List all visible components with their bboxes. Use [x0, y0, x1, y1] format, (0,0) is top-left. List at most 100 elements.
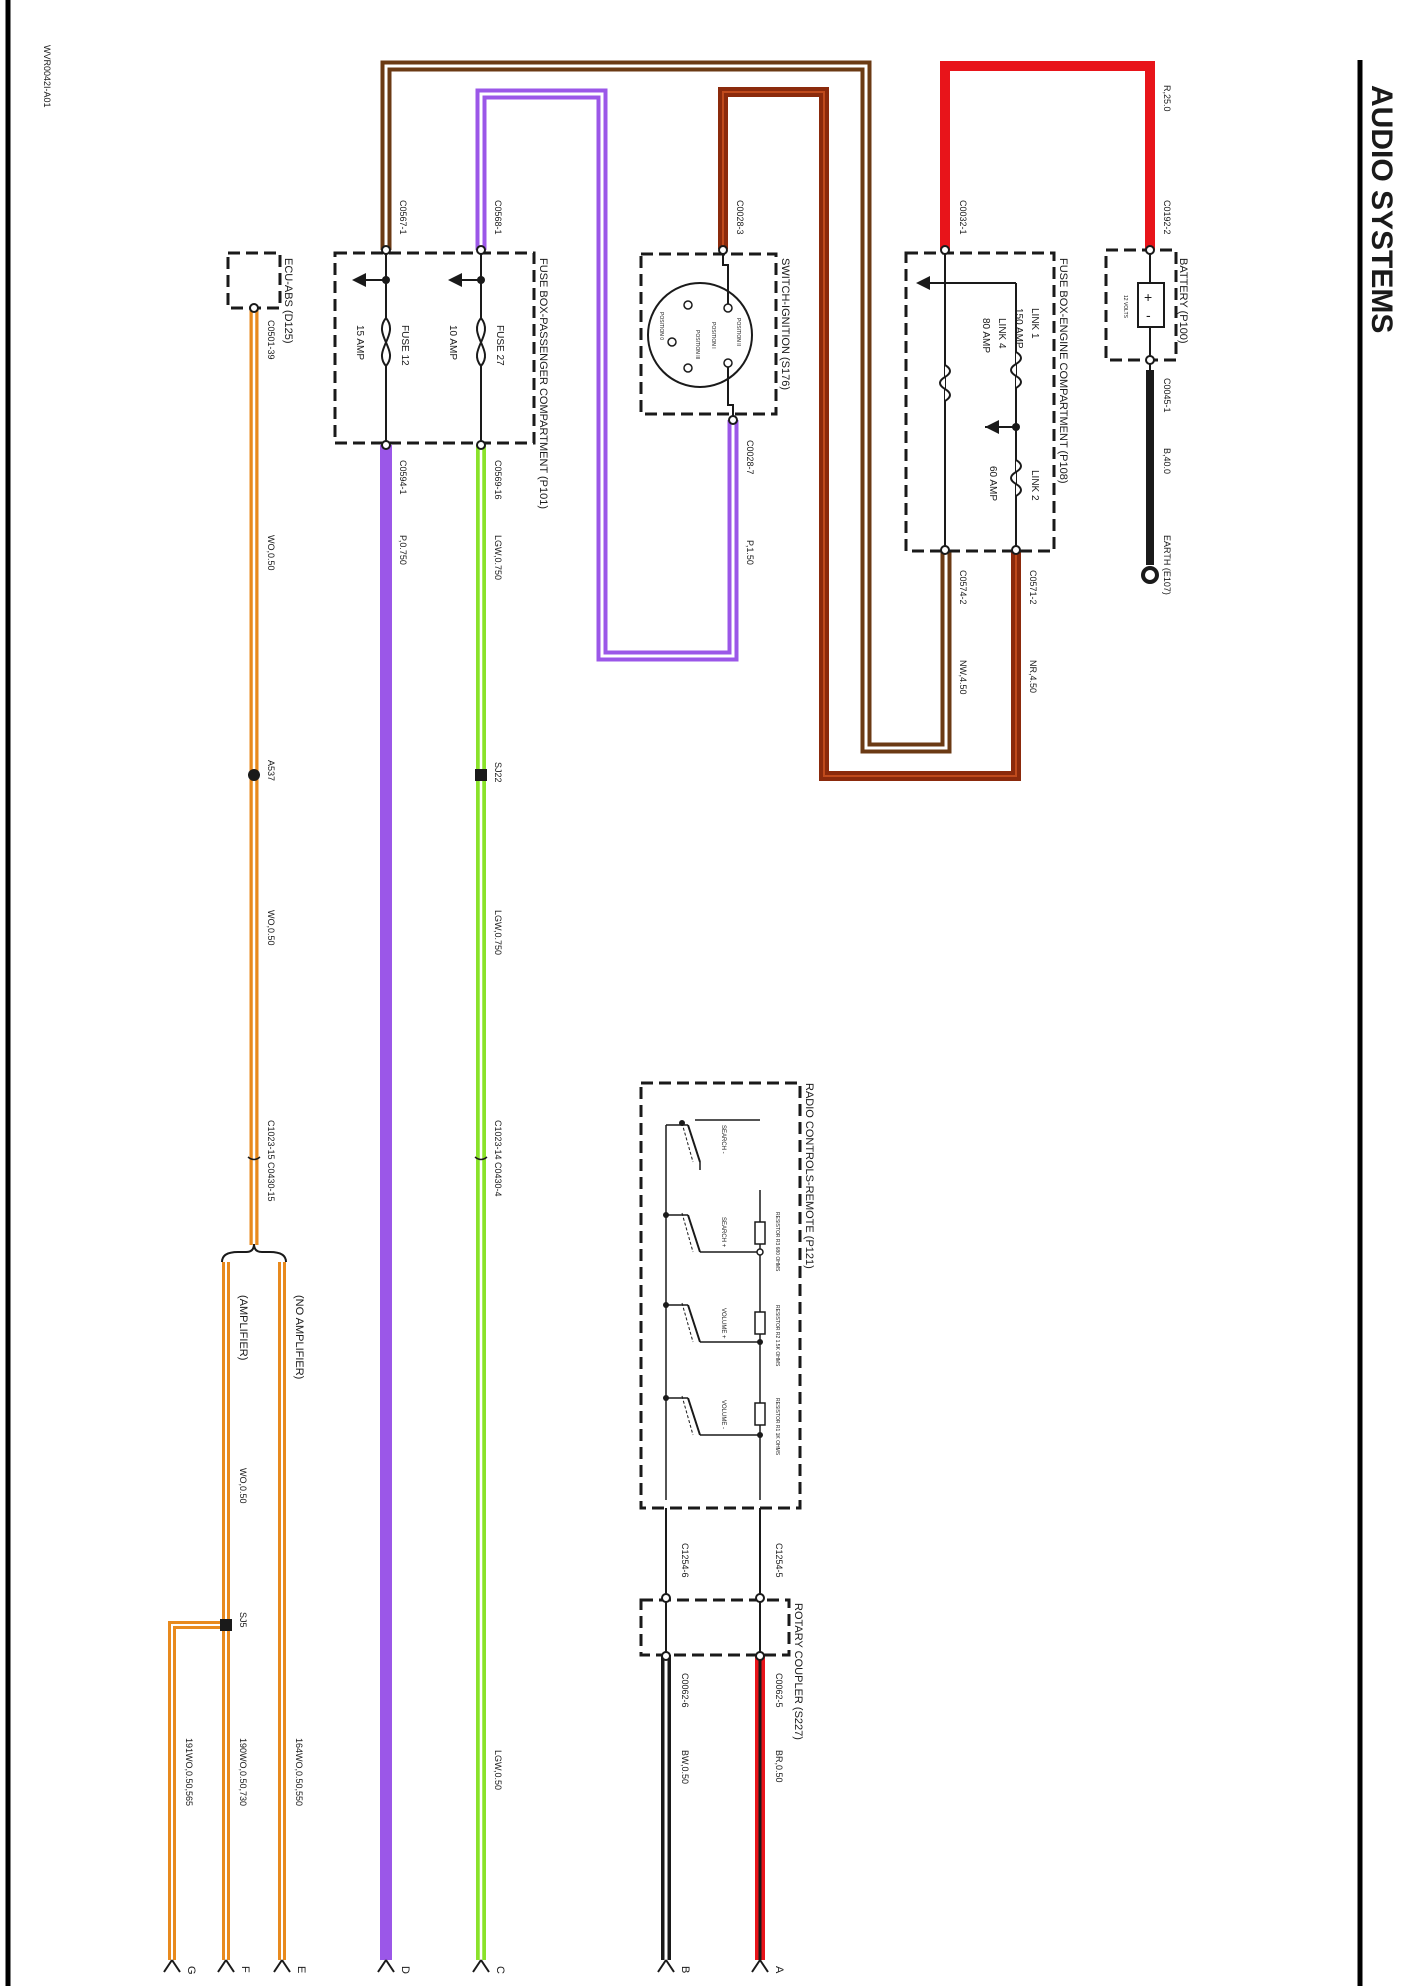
ignition-pos-label-1: POSITION II [735, 318, 741, 346]
wire-p150-stripe [479, 92, 735, 658]
splice-sj5-label: SJ5 [238, 1612, 248, 1628]
radio-resistor-label-1: RESISTOR R1 1K OHMS [774, 1398, 780, 1456]
earth-terminal [1141, 566, 1159, 584]
ignition-pos-3 [683, 363, 693, 373]
battery-symbol [1137, 282, 1165, 328]
ecu-abs-label: ECU-ABS (D125) [282, 258, 294, 344]
radio-switch-volume-minus [663, 1395, 760, 1436]
conn-c0430-4: C0430-4 [493, 1162, 503, 1197]
radio-resistor-label-3: RESISTOR R3 680 OHMS [774, 1212, 780, 1272]
radio-switch-label-4: VOLUME - [720, 1400, 726, 1429]
wire-wo50-c-label: WO,0.50 [238, 1468, 248, 1504]
ignition-conn-bottom: C0028-7 [745, 440, 755, 475]
wire-b40-label: B,40.0 [1162, 448, 1172, 474]
wire-wo50-a-label: WO,0.50 [266, 535, 276, 571]
battery-conn-bottom: C0045-1 [1162, 378, 1172, 413]
note-no-amplifier: (NO AMPLIFIER) [293, 1295, 305, 1379]
ignition-pos-label-4: POSITION 0 [658, 312, 664, 340]
link1-amp: 150 AMP [1013, 308, 1024, 349]
link4-label: LINK 4 [996, 318, 1007, 349]
rotary-pin-b-bottom [661, 1651, 671, 1661]
output-label-c: C [494, 1966, 506, 1974]
battery-minus: - [1146, 307, 1151, 323]
fuse-box-engine [904, 251, 1056, 553]
wire-nw4-label: NW,4.50 [958, 660, 968, 695]
ignition-pos-1 [723, 303, 733, 313]
wire-nr4-label: NR,4.50 [1028, 660, 1038, 693]
engine-junction [1012, 423, 1020, 431]
rotary-pin-a-bottom [755, 1651, 765, 1661]
engine-arrow-2 [985, 420, 999, 434]
rotary-coupler-box [639, 1598, 791, 1657]
conn-c1023-14: C1023-14 [493, 1120, 503, 1160]
engine-arrow-1 [916, 276, 930, 290]
wire-p750-label: P,0.750 [398, 535, 408, 565]
engine-pin-right [1011, 545, 1021, 555]
wire-g [168, 1621, 226, 1960]
battery-volts: 12 VOLTS [1122, 295, 1128, 319]
fuse-engine-label: FUSE BOX-ENGINE COMPARTMENT (P108) [1057, 258, 1069, 484]
battery-plus: + [1144, 289, 1152, 305]
splice-sj22 [475, 769, 487, 781]
fuse-engine-conn-top: C0032-1 [958, 200, 968, 235]
link2-symbol [1010, 459, 1022, 497]
radio-resistor-r1 [754, 1221, 766, 1245]
wire-wo50-b-label: WO,0.50 [266, 910, 276, 946]
fuse12-conn-bottom: C0594-1 [398, 460, 408, 495]
output-label-e: E [295, 1966, 307, 1973]
wire-r25-label: R,25.0 [1162, 85, 1172, 112]
wire-nw4 [380, 60, 952, 754]
wire-bw-label: BW,0.50 [680, 1750, 690, 1784]
inline-connector-wo [247, 1156, 261, 1161]
page-title: AUDIO SYSTEMS [1365, 85, 1398, 333]
radio-node-1 [756, 1248, 764, 1256]
fuse-engine-conn-left: C0574-2 [958, 570, 968, 605]
ignition-pos-label-3: POSITION III [694, 330, 700, 359]
rotary-pin-a-top [755, 1593, 765, 1603]
fuse12-conn-top: C0567-1 [398, 200, 408, 235]
splice-sj5 [220, 1619, 232, 1631]
fuse12-pin-bottom [381, 440, 391, 450]
wire-p150-label: P,1.50 [745, 540, 755, 565]
wire-lgw750-a-label: LGW,0.750 [493, 535, 503, 580]
fuse27-pin-top [476, 245, 486, 255]
engine-pin-left [940, 545, 950, 555]
note-amplifier: (AMPLIFIER) [237, 1295, 249, 1360]
wire-g-stripe [171, 1624, 226, 1960]
output-label-b: B [679, 1966, 691, 1973]
link4-amp: 80 AMP [980, 318, 991, 353]
ignition-pos-label-2: POSITION I [710, 322, 716, 349]
amp-bracket [221, 1243, 287, 1263]
battery-label: BATTERY (P100) [1177, 258, 1189, 344]
fuse12-symbol [380, 316, 392, 368]
earth-label: EARTH (E107) [1162, 535, 1172, 595]
radio-conn-a: C1254-5 [774, 1543, 784, 1578]
splice-a537 [248, 769, 260, 781]
wire-f-label: 190WO,0.50,730 [238, 1738, 248, 1806]
splice-a537-label: A537 [266, 760, 276, 781]
output-arrows [163, 1959, 769, 1973]
battery-pin-top [1145, 245, 1155, 255]
radio-switch-label-2: SEARCH + [720, 1217, 726, 1248]
fuse27-junction [477, 276, 485, 284]
fuse-box-passenger [333, 251, 536, 445]
output-label-f: F [239, 1966, 251, 1973]
link2-label: LINK 2 [1029, 470, 1040, 501]
output-label-a: A [773, 1966, 785, 1974]
rotary-label: ROTARY COUPLER (S227) [792, 1603, 804, 1740]
radio-controls-box [639, 1081, 802, 1510]
radio-resistor-label-2: RESISTOR R2 1.5K OHMS [774, 1305, 780, 1367]
radio-switch-search-minus [665, 1119, 760, 1500]
wire-nr4-inner [722, 91, 1017, 777]
radio-conn-b: C1254-6 [680, 1543, 690, 1578]
radio-switch-label-3: VOLUME + [720, 1308, 726, 1339]
wire-lgw50-label: LGW,0.50 [493, 1750, 503, 1790]
ignition-pin-bottom [728, 415, 738, 425]
fuse27-conn-top: C0568-1 [493, 200, 503, 235]
ignition-out [727, 367, 734, 420]
link4-symbol [939, 364, 951, 402]
ignition-box [639, 252, 778, 416]
rotary-conn-a: C0062-5 [774, 1673, 784, 1708]
ecu-abs-box [226, 251, 282, 310]
